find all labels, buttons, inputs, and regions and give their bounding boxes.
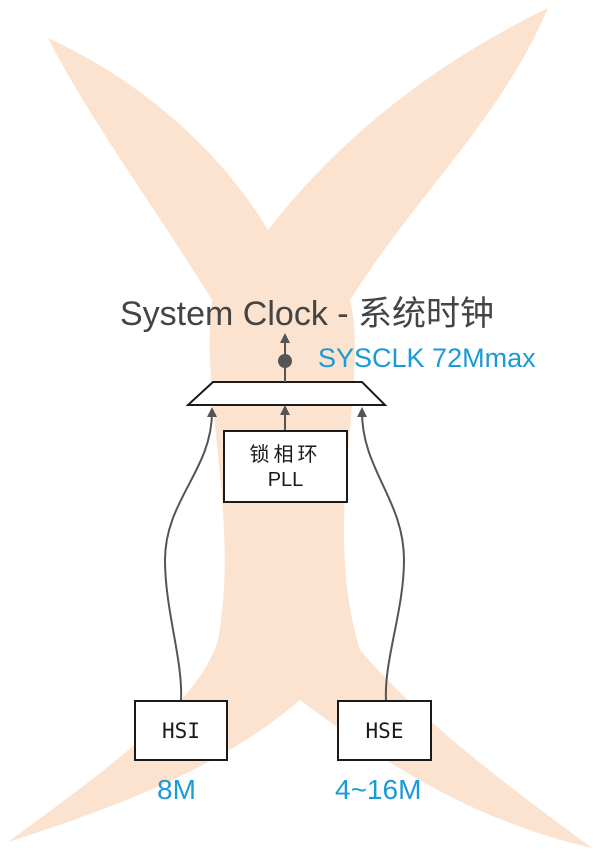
hse-to-mux-arrow bbox=[357, 407, 406, 701]
clock-mux bbox=[185, 381, 388, 406]
hse-label: HSE bbox=[365, 718, 404, 743]
sysclk-label: SYSCLK 72Mmax bbox=[318, 343, 536, 373]
hse-frequency: 4~16M bbox=[335, 774, 422, 805]
hsi-to-mux-arrow bbox=[163, 407, 217, 701]
pll-chinese-label: 锁相环 bbox=[249, 441, 322, 466]
hsi-label: HSI bbox=[162, 718, 200, 743]
diagram-title: System Clock - 系统时钟 bbox=[120, 295, 495, 333]
hsi-block: HSI bbox=[134, 700, 228, 761]
background-x-shape bbox=[8, 8, 592, 848]
pll-block: 锁相环 PLL bbox=[223, 430, 348, 503]
pll-label: PLL bbox=[267, 468, 304, 491]
sysclk-node-dot bbox=[278, 354, 292, 368]
hsi-frequency: 8M bbox=[157, 774, 196, 805]
hse-block: HSE bbox=[337, 700, 432, 761]
